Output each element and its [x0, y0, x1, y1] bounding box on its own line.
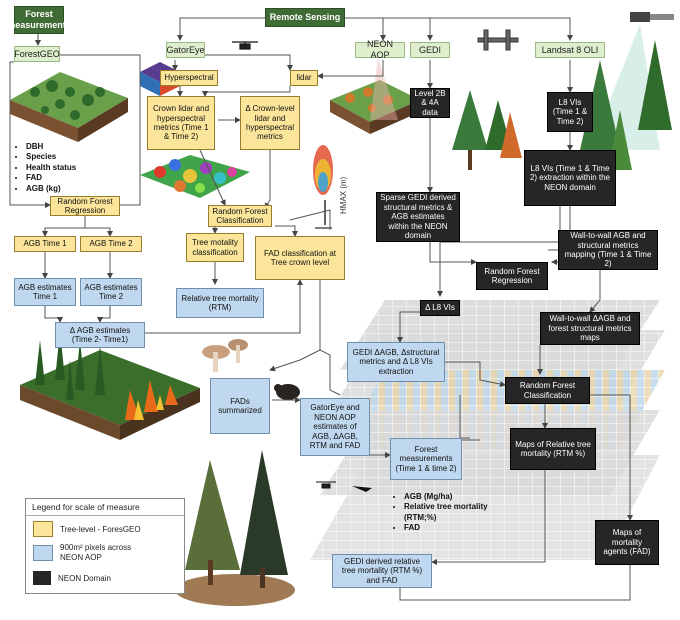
agb-time2-box: AGB Time 2 [80, 236, 142, 252]
lidar-box: lidar [290, 70, 318, 86]
rtm-box: Relative tree mortality (RTM) [176, 288, 264, 318]
legend-label: Tree-level - ForesGEO [60, 524, 141, 534]
source-neon-aop: NEON AOP [355, 39, 405, 60]
rf-regression-main-box: Random Forest Regression [476, 262, 548, 290]
legend-label: 900m² pixels across NEON AOP [60, 543, 132, 562]
agb-est-time1-box: AGB estimates Time 1 [14, 278, 76, 306]
output-item: Relative tree mortality (RTM;%) [404, 502, 504, 523]
forest-measurements-header: Forest measurements [7, 6, 71, 34]
legend-swatch [33, 571, 51, 585]
field-metrics-list: DBH Species Health status FAD AGB (kg) [14, 142, 106, 194]
crown-metrics-box: Crown lidar and hyperspectral metrics (T… [147, 96, 215, 150]
metric-item: Health status [26, 163, 106, 173]
delta-l8-box: Δ L8 VIs [420, 300, 460, 316]
maps-rtm-box: Maps of Relative tree mortality (RTM %) [510, 428, 596, 470]
outputs-list: AGB (Mg/ha) Relative tree mortality (RTM… [392, 492, 504, 534]
fads-summarized-box: FADs summarized [210, 378, 270, 434]
tree-mortality-box: Tree motality classification [186, 233, 244, 262]
wall-delta-box: Wall-to-wall ΔAGB and forest structural … [540, 312, 640, 345]
gedi-rtm-fad-box: GEDI derived relative tree mortality (RT… [332, 554, 432, 588]
source-landsat: Landsat 8 OLI [535, 42, 605, 58]
delta-agb-box: Δ AGB estimates (Time 2- Time1) [55, 322, 145, 348]
hmax-axis-label: HMAX (m) [339, 176, 348, 214]
gedi-level-box: Level 2B & 4A data [410, 88, 450, 118]
rf-classification-main-box: Random Forest Classification [505, 377, 590, 404]
rf-regression-field-box: Random Forest Regression [50, 196, 120, 216]
l8-extract-box: L8 VIs (Time 1 & Time 2) extraction with… [524, 150, 616, 206]
legend-item-pixel: 900m² pixels across NEON AOP [33, 543, 173, 562]
gatoreye-neon-estimates-box: GatorEye and NEON AOP estimates of AGB, … [300, 398, 370, 456]
sparse-gedi-box: Sparse GEDI derived structural metrics &… [376, 192, 460, 242]
rf-classification-tree-box: Random Forest Classification [208, 205, 272, 227]
maps-fad-box: Maps of mortality agents (FAD) [595, 520, 659, 565]
gedi-delta-box: GEDI ΔAGB, Δstructural metrics and Δ L8 … [347, 342, 445, 382]
metric-item: DBH [26, 142, 106, 152]
fad-classification-box: FAD classification at Tree crown level [255, 236, 345, 280]
agb-est-time2-box: AGB estimates Time 2 [80, 278, 142, 306]
hyperspectral-box: Hyperspectral [160, 70, 218, 86]
legend-swatch [33, 521, 53, 537]
source-forestgeo: ForestGEO [14, 46, 60, 62]
metric-item: Species [26, 152, 106, 162]
wall-agb-box: Wall-to-wall AGB and structural metrics … [558, 230, 658, 270]
source-gatoreye: GatorEye [166, 42, 205, 58]
forest-measurements-time-box: Forest measurements (Time 1 & time 2) [390, 438, 462, 480]
metric-item: FAD [26, 173, 106, 183]
source-gedi: GEDI [410, 42, 450, 58]
delta-crown-box: Δ Crown-level lidar and hyperspectral me… [240, 96, 300, 150]
legend-label: NEON Domain [58, 573, 111, 583]
remote-sensing-header: Remote Sensing [265, 8, 345, 27]
metric-item: AGB (kg) [26, 184, 106, 194]
output-item: FAD [404, 523, 504, 533]
legend-swatch [33, 544, 53, 561]
legend-item-neon-domain: NEON Domain [33, 571, 111, 585]
legend-title: Legend for scale of measure [26, 499, 184, 516]
agb-time1-box: AGB Time 1 [14, 236, 76, 252]
scale-legend: Legend for scale of measure Tree-level -… [25, 498, 185, 594]
legend-item-tree-level: Tree-level - ForesGEO [33, 521, 141, 537]
output-item: AGB (Mg/ha) [404, 492, 504, 502]
l8-vis-box: L8 VIs (Time 1 & Time 2) [547, 92, 593, 132]
